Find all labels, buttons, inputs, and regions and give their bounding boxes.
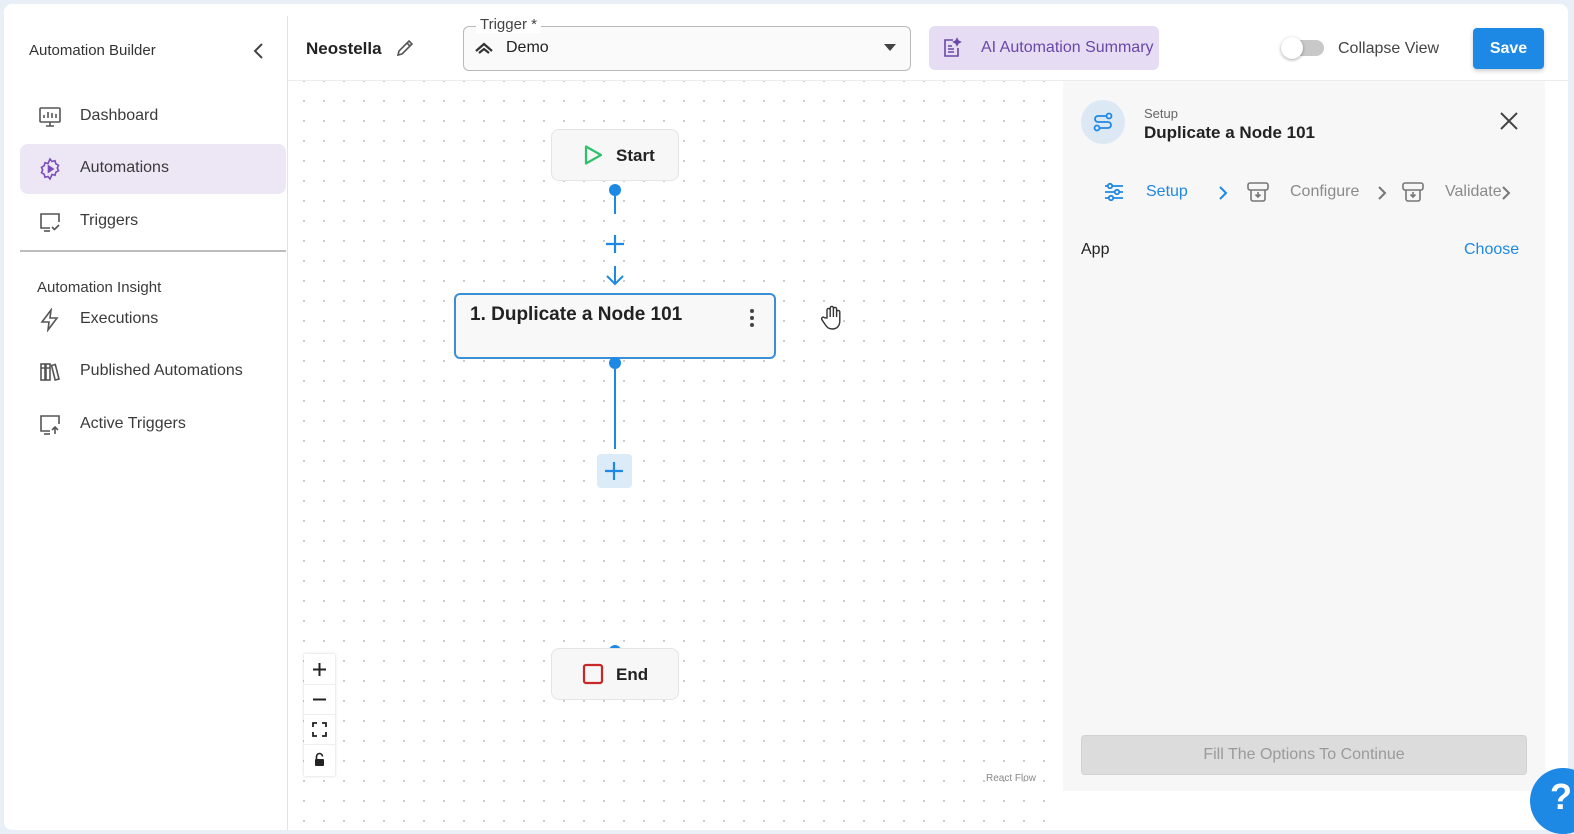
chevron-right-icon bbox=[1376, 186, 1388, 200]
sidebar-item-executions[interactable]: Executions bbox=[20, 295, 286, 345]
collapse-view-label: Collapse View bbox=[1338, 40, 1440, 57]
sidebar-item-label: Published Automations bbox=[80, 362, 243, 379]
sidebar-divider bbox=[20, 250, 286, 252]
hand-cursor-icon bbox=[818, 303, 848, 333]
step-label: Configure bbox=[1290, 183, 1360, 200]
action-output-handle[interactable] bbox=[609, 357, 621, 369]
fit-view-button[interactable] bbox=[304, 714, 335, 745]
route-icon bbox=[1081, 100, 1125, 144]
trigger-app-icon bbox=[473, 37, 495, 59]
arrow-down-icon bbox=[603, 264, 627, 288]
trigger-value: Demo bbox=[506, 39, 549, 56]
screen-check-icon bbox=[38, 210, 62, 234]
ai-automation-summary-button[interactable]: AI Automation Summary bbox=[929, 26, 1159, 70]
step-label: Setup bbox=[1146, 183, 1188, 200]
help-label: ? bbox=[1550, 776, 1572, 817]
panel-title: Duplicate a Node 101 bbox=[1144, 123, 1316, 142]
step-validate[interactable]: Validate bbox=[1401, 180, 1511, 204]
lock-button[interactable] bbox=[304, 744, 335, 774]
more-vertical-icon[interactable] bbox=[746, 307, 758, 329]
sidebar-item-label: Executions bbox=[80, 310, 159, 327]
topbar: Neostella Trigger * Demo AI Automation S… bbox=[288, 4, 1568, 81]
step-setup[interactable]: Setup bbox=[1102, 180, 1212, 204]
validate-icon bbox=[1401, 180, 1425, 204]
sidebar-section-title: Automation Insight bbox=[37, 279, 162, 296]
caret-down-icon bbox=[884, 44, 896, 51]
zoom-out-button[interactable] bbox=[304, 684, 335, 715]
zoom-in-button[interactable] bbox=[304, 654, 335, 685]
bolt-icon bbox=[38, 307, 62, 333]
sliders-icon bbox=[1102, 180, 1126, 204]
action-node-label: 1. Duplicate a Node 101 bbox=[470, 304, 683, 325]
sidebar-item-label: Active Triggers bbox=[80, 415, 186, 432]
chevron-right-icon bbox=[1500, 186, 1512, 200]
edge-segment bbox=[614, 369, 616, 449]
sidebar-title: Automation Builder bbox=[29, 42, 156, 59]
action-node[interactable]: 1. Duplicate a Node 101 bbox=[454, 293, 776, 359]
sidebar-item-dashboard[interactable]: Dashboard bbox=[20, 92, 286, 142]
sidebar-item-label: Triggers bbox=[80, 212, 139, 229]
end-node[interactable]: End bbox=[551, 648, 679, 700]
configure-icon bbox=[1246, 180, 1270, 204]
sidebar-item-label: Dashboard bbox=[80, 107, 159, 124]
flow-canvas[interactable]: Start 1. Duplicate a Node 101 End bbox=[288, 81, 1062, 830]
gear-play-icon bbox=[38, 157, 62, 181]
toggle-knob bbox=[1281, 37, 1303, 59]
stop-square-icon bbox=[582, 663, 604, 685]
sidebar-item-published-automations[interactable]: Published Automations bbox=[20, 347, 286, 397]
edge-segment bbox=[614, 196, 616, 214]
plus-icon[interactable] bbox=[603, 232, 627, 256]
choose-app-link[interactable]: Choose bbox=[1464, 241, 1520, 258]
app-field-label: App bbox=[1081, 241, 1110, 258]
continue-button[interactable]: Fill The Options To Continue bbox=[1081, 735, 1527, 775]
chevron-left-icon[interactable] bbox=[248, 40, 270, 62]
save-button[interactable]: Save bbox=[1473, 28, 1544, 69]
sidebar-item-automations[interactable]: Automations bbox=[20, 144, 286, 194]
automation-builder-app: Automation Builder Dashboard Automations… bbox=[4, 4, 1568, 830]
chevron-right-icon bbox=[1217, 186, 1229, 200]
collapse-view-toggle[interactable] bbox=[1281, 37, 1324, 59]
zoom-controls bbox=[304, 654, 335, 776]
node-setup-panel: Setup Duplicate a Node 101 Setup Configu… bbox=[1063, 81, 1545, 791]
sidebar-item-triggers[interactable]: Triggers bbox=[20, 197, 286, 247]
books-icon bbox=[38, 360, 62, 384]
play-icon bbox=[582, 144, 604, 166]
react-flow-attribution[interactable]: React Flow bbox=[986, 773, 1037, 784]
sidebar-item-label: Automations bbox=[80, 159, 169, 176]
trigger-label: Trigger * bbox=[476, 16, 541, 33]
monitor-icon bbox=[38, 105, 62, 129]
start-output-handle[interactable] bbox=[609, 184, 621, 196]
panel-subtitle: Setup bbox=[1144, 106, 1178, 121]
sidebar: Automation Builder Dashboard Automations… bbox=[4, 16, 288, 830]
add-step-button[interactable] bbox=[597, 454, 632, 488]
close-icon[interactable] bbox=[1499, 111, 1519, 131]
workflow-name: Neostella bbox=[306, 39, 382, 58]
step-configure[interactable]: Configure bbox=[1246, 180, 1366, 204]
trigger-select[interactable]: Trigger * Demo bbox=[463, 16, 911, 71]
start-node-label: Start bbox=[616, 146, 655, 165]
ai-document-icon bbox=[941, 37, 963, 59]
start-node[interactable]: Start bbox=[551, 129, 679, 181]
ai-automation-summary-label: AI Automation Summary bbox=[981, 39, 1154, 56]
sidebar-item-active-triggers[interactable]: Active Triggers bbox=[20, 400, 286, 450]
step-label: Validate bbox=[1445, 183, 1502, 200]
screen-upload-icon bbox=[38, 413, 62, 437]
pencil-icon[interactable] bbox=[394, 37, 416, 59]
end-node-label: End bbox=[616, 665, 649, 684]
